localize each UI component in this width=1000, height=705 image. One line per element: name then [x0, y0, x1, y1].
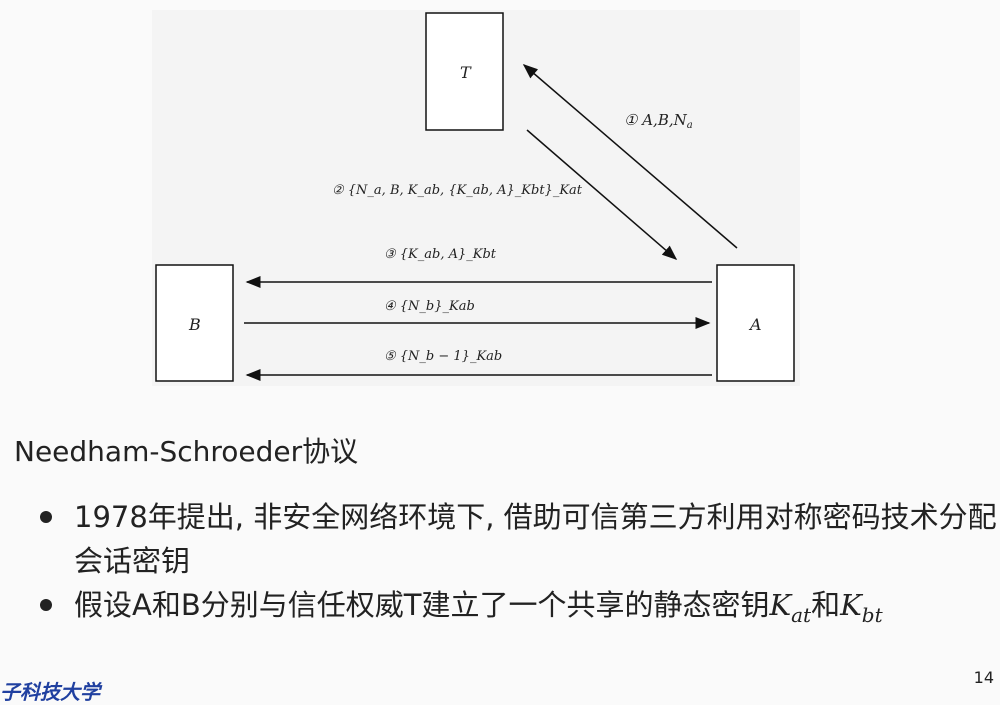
- bullet-list: 1978年提出, 非安全网络环境下, 借助可信第三方利用对称密码技术分配会话密钥…: [40, 495, 1000, 637]
- node-b-label: B: [188, 315, 201, 334]
- arrow-m2: [526, 129, 678, 260]
- university-logo: 子科技大学: [0, 680, 100, 704]
- message-4-label: ④ {N_b}_Kab: [384, 299, 475, 314]
- message-2-label: ② {N_a, B, K_ab, {K_ab, A}_Kbt}_Kat: [332, 183, 583, 198]
- node-a-box: [716, 264, 795, 382]
- protocol-diagram: T B A ① A,B,Na ② {N_a, B, K_ab, {K_ab, A…: [152, 10, 800, 386]
- arrow-m1: [522, 64, 738, 249]
- key-kbt: Kbt: [840, 588, 883, 627]
- node-a-label: A: [748, 315, 762, 334]
- bullet-item: 假设A和B分别与信任权威T建立了一个共享的静态密钥Kat和Kbt: [40, 583, 1000, 637]
- bullet-item: 1978年提出, 非安全网络环境下, 借助可信第三方利用对称密码技术分配会话密钥: [40, 495, 1000, 583]
- bullet-dot-icon: [40, 511, 52, 523]
- page-number: 14: [973, 668, 994, 687]
- key-kat: Kat: [769, 588, 812, 627]
- bullet-dot-icon: [40, 599, 52, 611]
- message-3-label: ③ {K_ab, A}_Kbt: [384, 247, 497, 262]
- message-5-label: ⑤ {N_b − 1}_Kab: [384, 349, 502, 364]
- message-1-label: ① A,B,Na: [624, 111, 693, 131]
- node-b-box: [155, 264, 234, 382]
- slide-title: Needham-Schroeder协议: [14, 435, 359, 468]
- node-t-box: [425, 12, 504, 131]
- node-t-label: T: [460, 63, 472, 82]
